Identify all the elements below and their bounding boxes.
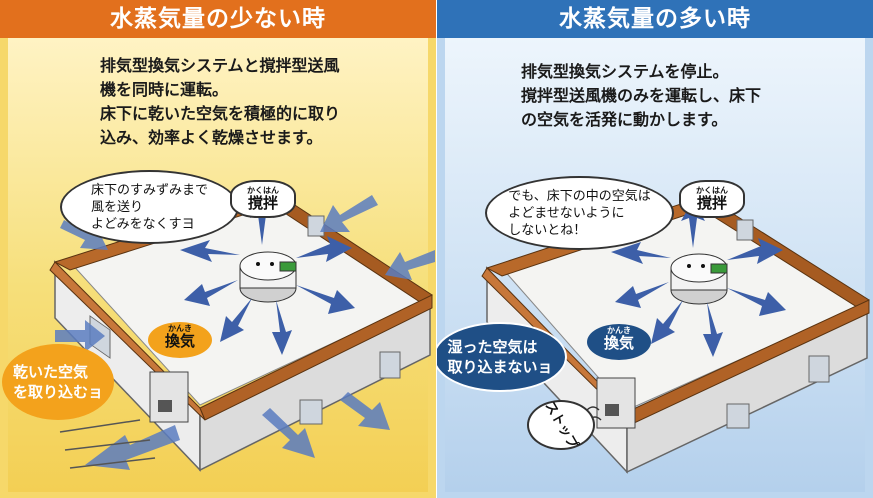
left-desc-line: 機を同時に運転。: [100, 80, 229, 99]
right-callout-line: 取り込まないョ: [447, 358, 553, 376]
airflow-arrow: [184, 280, 238, 306]
fan-eye: [701, 264, 705, 268]
left-callout: 乾いた空気 を取り込むョ: [2, 344, 114, 420]
right-panel-description: 排気型換気システムを停止。 撹拌型送風機のみを運転し、床下 の空気を活発に動かし…: [521, 60, 821, 132]
vent-ruby: かんき: [607, 326, 631, 335]
right-desc-line: 撹拌型送風機のみを運転し、床下: [521, 86, 762, 105]
stir-label: 撹拌: [696, 194, 727, 212]
foundation-opening: [307, 215, 325, 237]
left-speech-bubble: 床下のすみずみまで 風を送り よどみをなくすヨ: [60, 170, 239, 244]
foundation-opening: [736, 219, 754, 241]
foundation-opening: [379, 351, 401, 379]
airflow-arrow: [727, 238, 783, 264]
airflow-arrow: [703, 302, 723, 357]
stir-ruby: かくはん: [696, 186, 728, 195]
left-panel-title: 水蒸気量の少ない時: [0, 0, 436, 38]
left-callout-line: を取り込むョ: [12, 383, 103, 401]
fan-eye: [687, 264, 691, 268]
left-callout-line: 乾いた空気: [12, 363, 88, 381]
right-bubble-line: でも、床下の中の空気は: [508, 188, 651, 204]
right-underfloor-illustration: [481, 195, 870, 474]
left-desc-line: 込み、効率よく乾燥させます。: [100, 128, 323, 147]
left-bubble-line: よどみをなくすヨ: [90, 216, 195, 232]
incoming-air-arrow: [385, 250, 435, 280]
right-callout: 湿った空気は 取り込まないョ: [437, 322, 567, 392]
stir-fan-switch: [710, 263, 728, 274]
airflow-arrow: [727, 288, 786, 316]
left-panel: 水蒸気量の少ない時 排気型換気システムと撹拌型送風 機を同時に運転。 床下に乾い…: [0, 0, 436, 498]
foundation-opening: [808, 355, 830, 383]
airflow-arrow: [615, 282, 669, 308]
incoming-air-arrow: [320, 195, 378, 232]
ventilation-unit-grille: [605, 404, 619, 416]
left-stir-tag: かくはん 撹拌: [230, 180, 296, 218]
right-bubble-line: よどませないように: [508, 205, 625, 221]
foundation-opening: [299, 399, 323, 425]
left-vent-tag: かんき 換気: [148, 322, 212, 358]
left-desc-line: 床下に乾いた空気を積極的に取り: [100, 104, 341, 123]
airflow-arrow: [296, 285, 355, 314]
fan-eye: [256, 262, 260, 266]
airflow-arrow: [296, 236, 352, 262]
wood-sill-front-right: [199, 294, 433, 421]
airflow-arrow: [611, 242, 671, 264]
stir-label: 撹拌: [247, 194, 278, 212]
incoming-air-arrow: [55, 320, 105, 352]
airflow-arrow: [220, 298, 252, 342]
right-stir-tag: かくはん 撹拌: [679, 180, 745, 218]
fan-eye: [270, 262, 274, 266]
stop-label: ストップ: [541, 398, 581, 452]
stir-fan-switch: [279, 261, 297, 272]
right-panel-title: 水蒸気量の多い時: [437, 0, 873, 38]
foundation-opening: [726, 403, 750, 429]
right-vent-tag: かんき 換気: [587, 324, 651, 360]
ventilation-unit: [596, 377, 636, 429]
ventilation-unit-grille: [158, 400, 172, 412]
incoming-air: [55, 195, 435, 470]
left-bubble-line: 床下のすみずみまで: [90, 182, 208, 198]
airflow-arrow: [180, 240, 240, 262]
dry-air-lines: [59, 419, 156, 469]
incoming-air-arrow: [85, 425, 180, 470]
right-desc-line: 排気型換気システムを停止。: [521, 62, 729, 81]
vent-label: 換気: [603, 334, 634, 352]
left-bubble-line: 風を送り: [90, 199, 143, 215]
left-panel-description: 排気型換気システムと撹拌型送風 機を同時に運転。 床下に乾いた空気を積極的に取り…: [100, 54, 370, 150]
right-speech-bubble: でも、床下の中の空気は よどませないように しないとね！: [485, 176, 674, 250]
right-bubble-line: しないとね！: [508, 222, 587, 238]
airflow-arrow: [272, 300, 292, 355]
airflow-arrow: [651, 300, 683, 344]
airflow-arrows: [180, 198, 355, 355]
right-callout-line: 湿った空気は: [447, 338, 538, 356]
incoming-air-arrow: [340, 392, 390, 430]
stir-ruby: かくはん: [247, 186, 279, 195]
incoming-air-arrow: [262, 408, 315, 458]
right-desc-line: の空気を活発に動かします。: [521, 110, 728, 129]
vent-label: 換気: [164, 332, 195, 350]
vent-ruby: かんき: [168, 324, 192, 333]
ventilation-unit: [149, 371, 189, 423]
left-underfloor-illustration: [49, 191, 435, 472]
stop-bubble: ストップ: [527, 398, 595, 452]
left-desc-line: 排気型換気システムと撹拌型送風: [100, 56, 340, 75]
right-panel: 水蒸気量の多い時 排気型換気システムを停止。 撹拌型送風機のみを運転し、床下 の…: [437, 0, 873, 498]
